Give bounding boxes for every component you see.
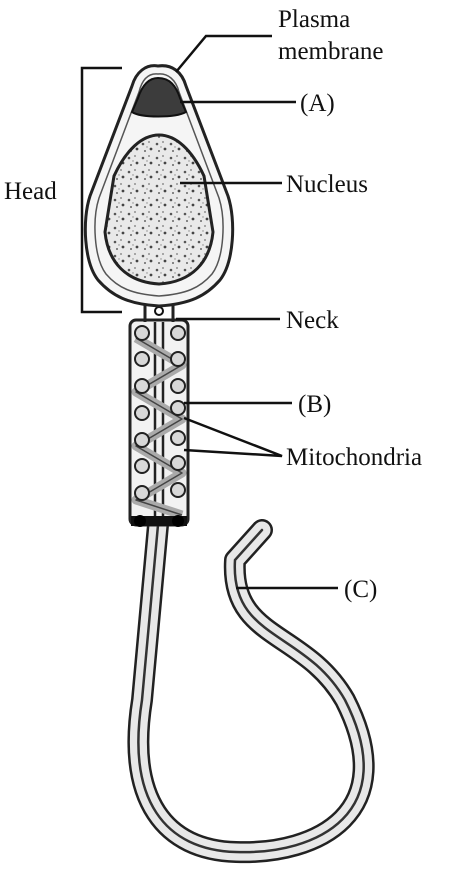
middle-piece	[130, 320, 188, 527]
label-c: (C)	[344, 576, 377, 603]
plasma-membrane-leader	[176, 36, 272, 72]
label-plasma-line2: membrane	[278, 38, 384, 65]
label-mitochondria: Mitochondria	[286, 444, 422, 471]
label-b: (B)	[298, 391, 331, 418]
label-a: (A)	[300, 90, 335, 117]
label-nucleus: Nucleus	[286, 171, 368, 198]
mitochondria-leader	[184, 418, 282, 456]
label-neck: Neck	[286, 307, 339, 334]
label-head: Head	[4, 178, 57, 205]
label-plasma-line1: Plasma	[278, 6, 350, 33]
tail-flagellum	[138, 525, 363, 852]
